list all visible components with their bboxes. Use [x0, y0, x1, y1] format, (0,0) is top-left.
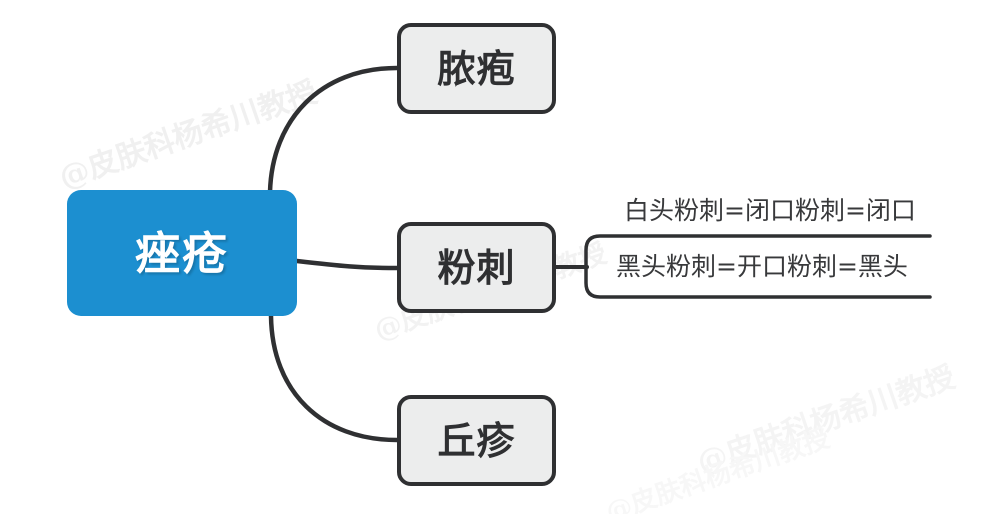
node-root-acne[interactable]: 痤疮 [67, 190, 297, 316]
watermark: @皮肤科杨希川教授 [54, 74, 322, 196]
node-branch-label: 丘疹 [437, 418, 516, 463]
node-branch-label: 粉刺 [437, 245, 516, 290]
node-root-label: 痤疮 [134, 226, 229, 280]
watermark: @皮肤科杨希川教授 [692, 359, 960, 481]
node-branch-papule[interactable]: 丘疹 [397, 395, 556, 486]
watermark: @皮肤科杨希川教授 [602, 423, 834, 514]
node-branch-label: 脓疱 [437, 46, 516, 91]
node-branch-comedo[interactable]: 粉刺 [397, 222, 556, 313]
node-branch-pustule[interactable]: 脓疱 [397, 23, 556, 114]
leaf-blackhead-comedo: 黑头粉刺=开口粉刺=黑头 [616, 252, 908, 281]
edge-root-to-comedo [294, 258, 400, 271]
edge-root-to-papule [268, 313, 400, 443]
edge-root-to-pustule [267, 65, 400, 195]
leaf-whitehead-comedo: 白头粉刺=闭口粉刺=闭口 [624, 196, 916, 225]
